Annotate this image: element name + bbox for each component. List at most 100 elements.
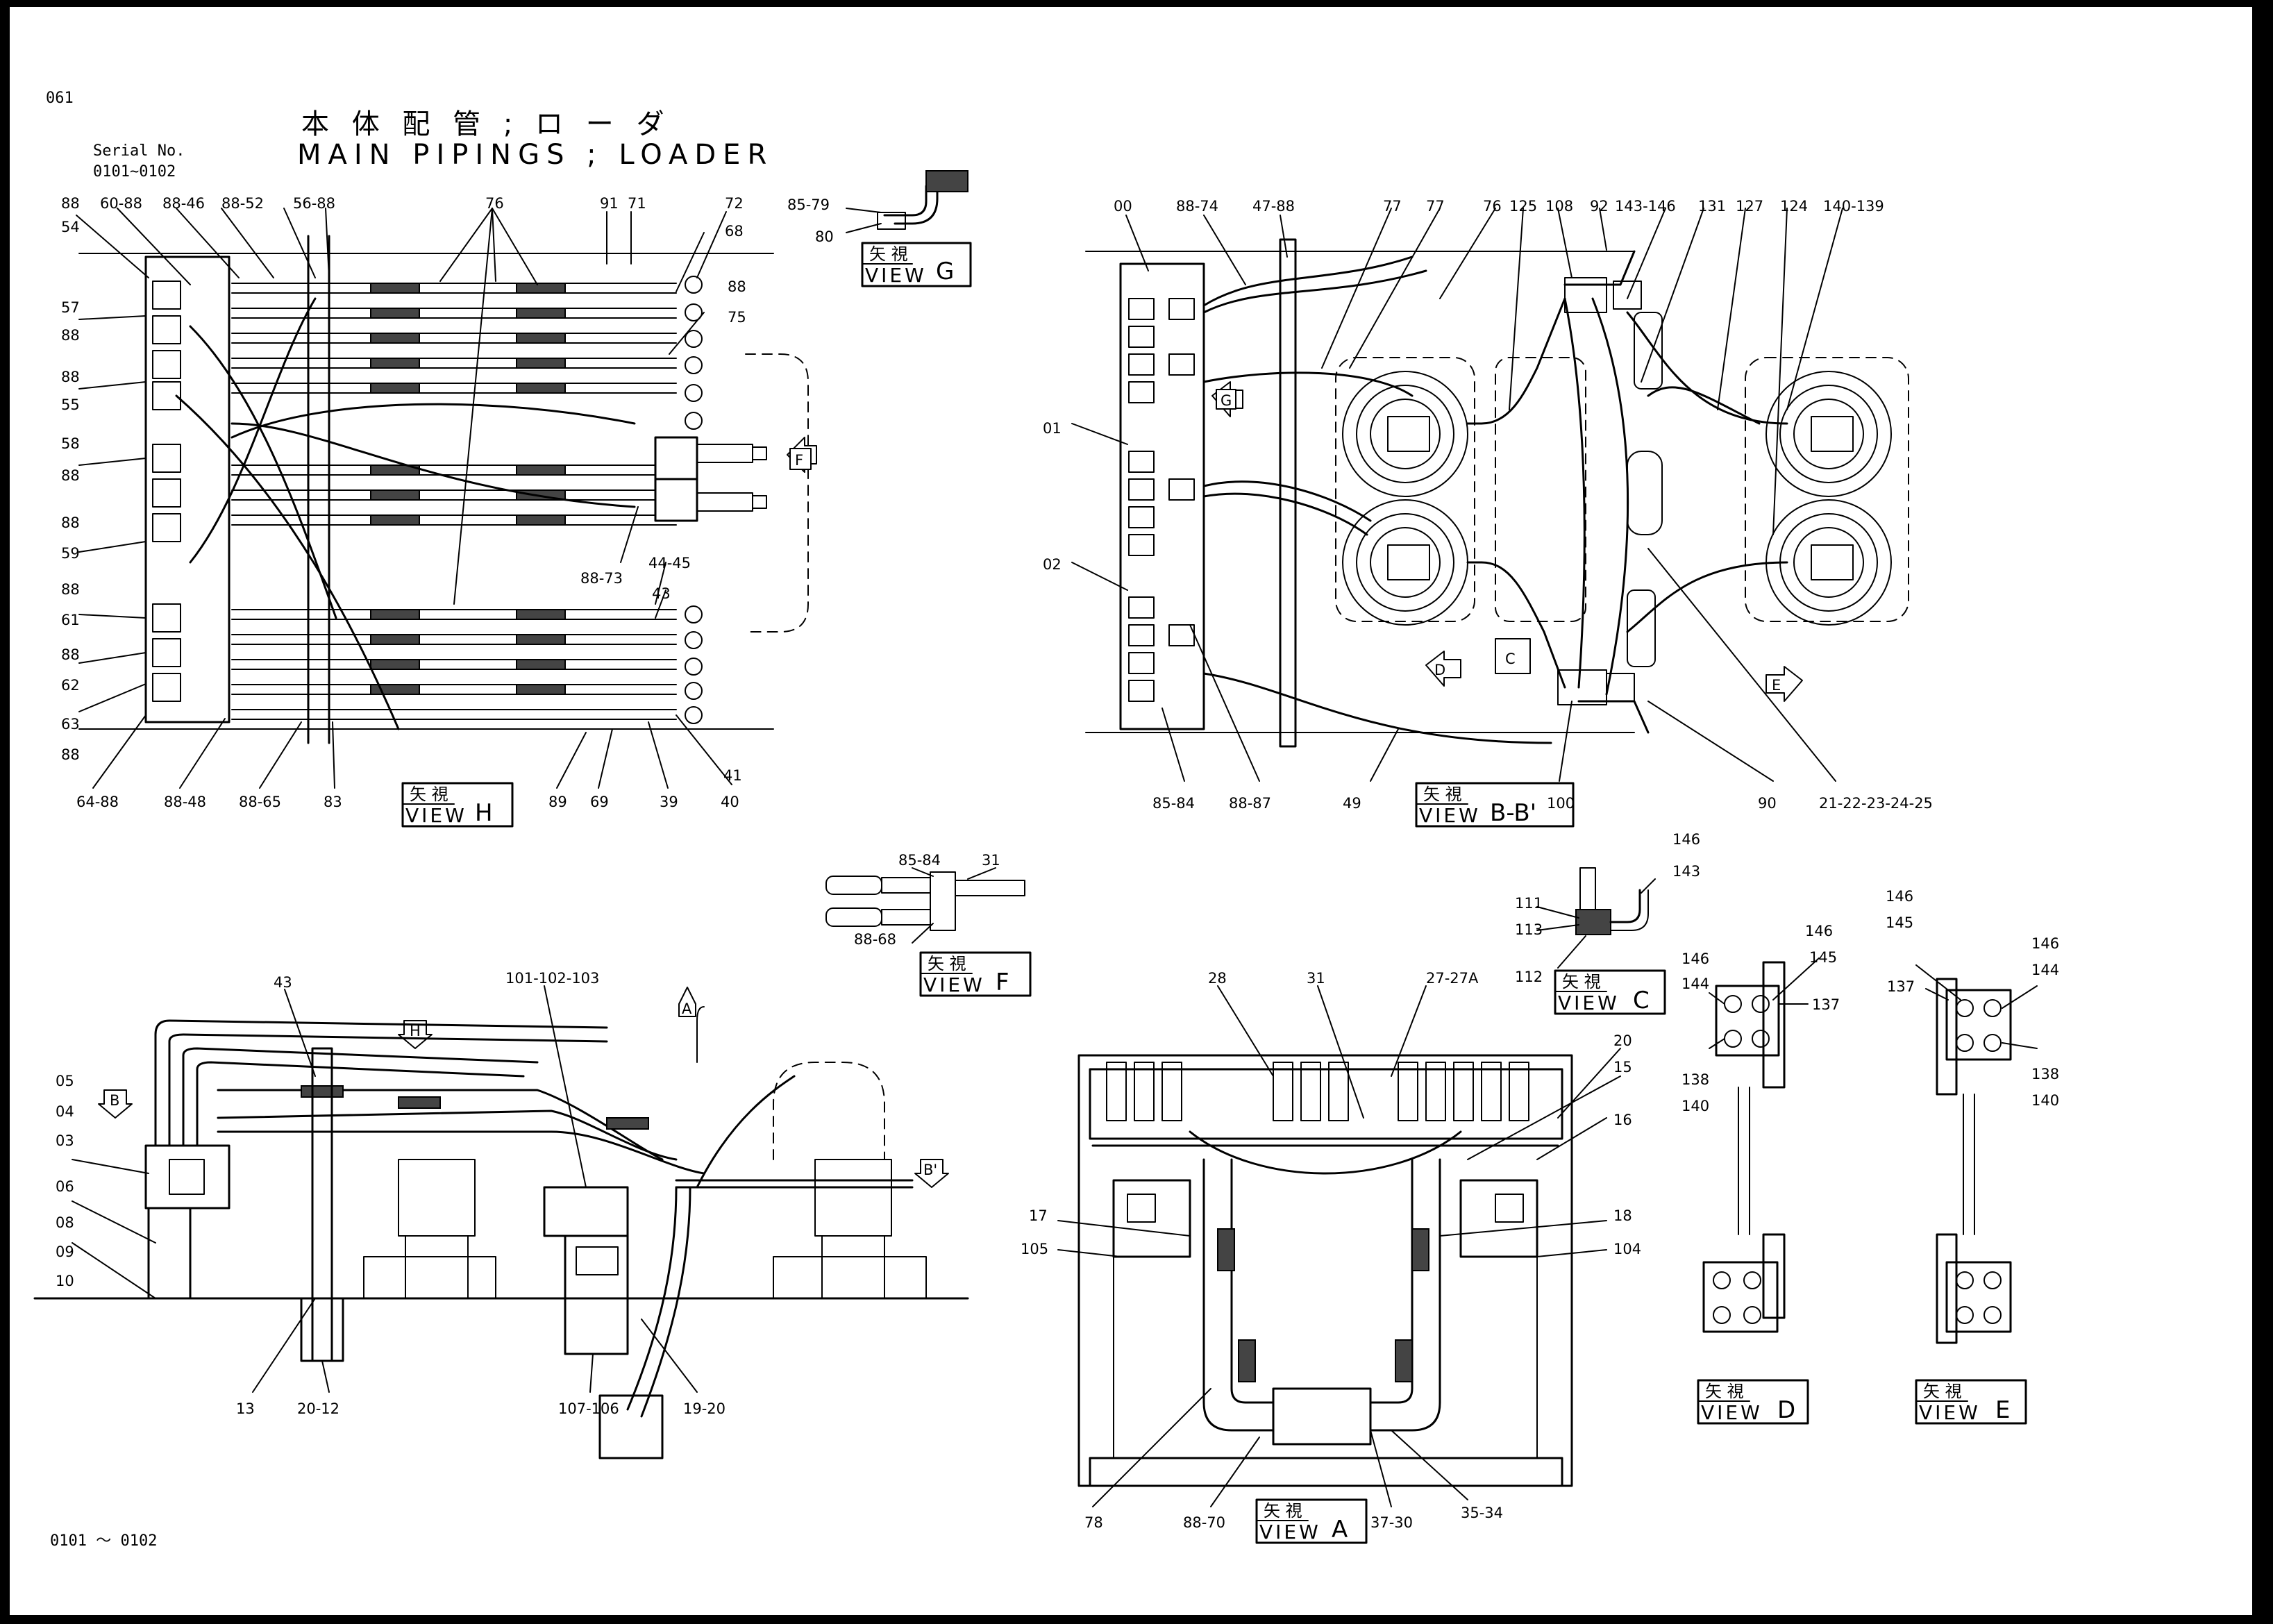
view-g-letter: G xyxy=(936,258,954,285)
view-bb-en: VIEW xyxy=(1419,804,1481,827)
callout-side-101-103: 101-102-103 xyxy=(505,970,599,987)
callout-side-04: 04 xyxy=(56,1103,74,1120)
callout-h-72: 72 xyxy=(725,195,744,212)
callout-h-63: 63 xyxy=(61,716,80,733)
callout-a-35-34: 35-34 xyxy=(1461,1505,1503,1521)
callout-h-58: 58 xyxy=(61,435,80,452)
arrow-d-label: D xyxy=(1434,662,1445,678)
callout-a-104: 104 xyxy=(1613,1241,1641,1257)
callout-bb-02: 02 xyxy=(1043,556,1062,573)
callout-bb-100: 100 xyxy=(1547,795,1575,812)
callout-h-60-88: 60-88 xyxy=(100,195,142,212)
view-bb-letter: B-B' xyxy=(1490,799,1536,827)
view-f-en: VIEW xyxy=(923,973,985,996)
callout-h-56-88: 56-88 xyxy=(293,195,335,212)
callout-c-146: 146 xyxy=(1672,831,1700,848)
view-c-en: VIEW xyxy=(1558,991,1620,1014)
callout-a-105: 105 xyxy=(1021,1241,1048,1257)
callout-a-16: 16 xyxy=(1613,1112,1632,1128)
callout-h-88-b: 88 xyxy=(61,369,80,385)
callout-side-107-106: 107-106 xyxy=(558,1400,619,1417)
view-bb-label: 矢 視 VIEW B-B' xyxy=(1415,782,1575,828)
callout-bb-77-b: 77 xyxy=(1426,198,1445,215)
callout-bb-01: 01 xyxy=(1043,420,1062,437)
callout-h-59: 59 xyxy=(61,545,80,562)
view-f-letter: F xyxy=(996,969,1009,996)
title-japanese: 本 体 配 管 ; ロ ー ダ xyxy=(301,108,671,140)
callout-h-89: 89 xyxy=(548,794,567,810)
view-bb-leaders xyxy=(1071,208,1843,782)
callout-f-85-84: 85-84 xyxy=(898,852,941,869)
callout-g-80: 80 xyxy=(815,228,834,245)
view-a-drawing xyxy=(1077,1054,1573,1487)
view-bb-jp: 矢 視 xyxy=(1423,785,1462,804)
callout-h-88-f: 88 xyxy=(61,646,80,663)
callout-e-138: 138 xyxy=(2031,1066,2059,1082)
callout-h-76: 76 xyxy=(485,195,504,212)
serial-label: Serial No. xyxy=(93,142,185,160)
view-h-label: 矢 視 VIEW H xyxy=(401,782,514,828)
callout-bb-131: 131 xyxy=(1698,198,1726,215)
callout-bb-140-139: 140-139 xyxy=(1823,198,1884,215)
drawing-sheet: 061 Serial No. 0101~0102 本 体 配 管 ; ロ ー ダ… xyxy=(10,7,2252,1615)
callout-a-37-30: 37-30 xyxy=(1370,1514,1413,1531)
arrow-b-label: B xyxy=(110,1092,119,1109)
callout-e-140: 140 xyxy=(2031,1092,2059,1109)
callout-d-144: 144 xyxy=(1681,976,1709,992)
callout-side-03: 03 xyxy=(56,1132,74,1149)
callout-bb-92: 92 xyxy=(1590,198,1609,215)
callout-e-137: 137 xyxy=(1887,978,1915,995)
view-a-letter: A xyxy=(1332,1516,1348,1543)
callout-h-55: 55 xyxy=(61,396,80,413)
view-g-jp: 矢 視 xyxy=(869,244,908,264)
callout-a-18: 18 xyxy=(1613,1207,1632,1224)
side-view-arrows: A H B B' xyxy=(98,987,949,1188)
arrow-f-label: F xyxy=(795,452,803,469)
h-arrow-f: F xyxy=(787,437,817,473)
callout-bb-47-88: 47-88 xyxy=(1252,198,1295,215)
callout-bb-88-87: 88-87 xyxy=(1229,795,1271,812)
callout-c-113: 113 xyxy=(1515,921,1543,938)
callout-h-41: 41 xyxy=(723,767,742,784)
arrow-a-label: A xyxy=(682,1001,692,1017)
callout-bb-124: 124 xyxy=(1780,198,1808,215)
view-a-en: VIEW xyxy=(1259,1521,1321,1543)
callout-h-57: 57 xyxy=(61,299,80,316)
callout-d-146-top: 146 xyxy=(1805,923,1833,939)
callout-bb-143-146: 143-146 xyxy=(1615,198,1676,215)
view-e-drawing: 146 145 146 144 137 138 140 矢 視 VIEW E xyxy=(1886,888,2059,1425)
callout-bb-88-74: 88-74 xyxy=(1176,198,1218,215)
callout-c-143: 143 xyxy=(1672,863,1700,880)
view-e-letter: E xyxy=(1995,1396,2010,1424)
title-english: MAIN PIPINGS ; LOADER xyxy=(297,139,773,171)
view-c-letter: C xyxy=(1633,987,1650,1014)
callout-d-137: 137 xyxy=(1812,996,1840,1013)
callout-e-146-right: 146 xyxy=(2031,935,2059,952)
callout-h-40: 40 xyxy=(721,794,739,810)
view-a-jp: 矢 視 xyxy=(1264,1501,1302,1521)
callout-c-111: 111 xyxy=(1515,895,1543,912)
view-d-drawing: 146 145 146 144 137 138 140 矢 視 VIEW D xyxy=(1681,923,1840,1425)
view-bb-callouts: 00 88-74 47-88 77 77 76 125 108 92 143-1… xyxy=(1043,198,1933,812)
view-bb-drawing xyxy=(1085,238,1909,748)
view-d-letter: D xyxy=(1777,1396,1795,1424)
callout-a-15: 15 xyxy=(1613,1059,1632,1075)
view-h-callouts: 88 54 60-88 88-46 88-52 56-88 76 91 71 7… xyxy=(61,195,746,810)
callout-a-88-70: 88-70 xyxy=(1183,1514,1225,1531)
callout-a-20: 20 xyxy=(1613,1032,1632,1049)
callout-h-88-52: 88-52 xyxy=(221,195,264,212)
callout-side-08: 08 xyxy=(56,1214,74,1231)
view-g-drawing: 85-79 80 矢 視 VIEW G xyxy=(787,170,972,287)
callout-d-146-left: 146 xyxy=(1681,951,1709,967)
callout-bb-108: 108 xyxy=(1545,198,1573,215)
callout-d-145: 145 xyxy=(1809,949,1837,966)
callout-bb-90: 90 xyxy=(1758,795,1777,812)
callout-e-144: 144 xyxy=(2031,962,2059,978)
arrow-e-label: E xyxy=(1772,677,1781,694)
callout-h-91: 91 xyxy=(600,195,619,212)
callout-h-88-73: 88-73 xyxy=(580,570,623,587)
view-g-en: VIEW xyxy=(865,264,927,287)
callout-side-06: 06 xyxy=(56,1178,74,1195)
callout-side-13: 13 xyxy=(236,1400,255,1417)
page-number: 061 xyxy=(46,90,74,107)
